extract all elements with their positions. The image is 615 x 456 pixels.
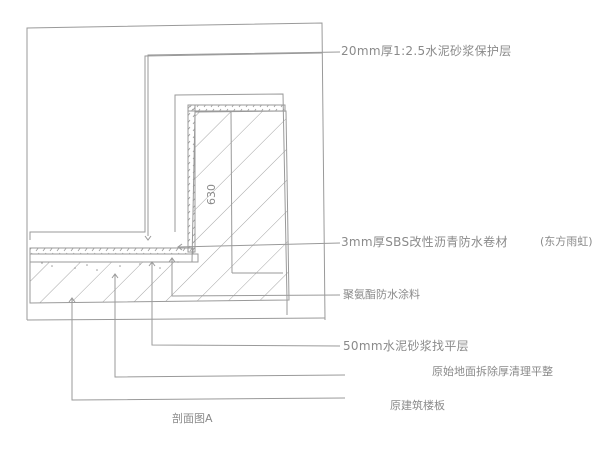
arrow-icon [168, 257, 176, 263]
callout-brand: (东方雨虹) [540, 235, 593, 248]
membrane-top [187, 104, 286, 112]
dimension-630: 630 [205, 184, 218, 205]
drawing-title: 剖面图A [172, 412, 213, 425]
callout-sbs-membrane: 3mm厚SBS改性沥青防水卷材 [341, 235, 508, 249]
membrane-vertical [187, 104, 196, 253]
callout-pu-coating: 聚氨酯防水涂料 [343, 288, 420, 301]
arrow-icon [111, 273, 119, 279]
leader-pu [171, 258, 341, 297]
leader-slab [71, 298, 346, 401]
arrow-icon [177, 243, 183, 251]
wall-hatch [29, 110, 290, 304]
leader-sbs [177, 242, 341, 248]
callout-leveling-layer: 50mm水泥砂浆找平层 [343, 339, 469, 353]
arrow-icon [148, 261, 156, 267]
callout-original-ground: 原始地面拆除厚清理平整 [432, 365, 553, 378]
leader-original-ground [114, 274, 346, 378]
outer-frame [26, 22, 326, 321]
leveling-layer [29, 253, 199, 263]
arrow-icon [68, 297, 76, 303]
callout-original-slab: 原建筑楼板 [390, 399, 445, 412]
arrow-icon [144, 235, 152, 241]
callout-protective-layer: 20mm厚1:2.5水泥砂浆保护层 [341, 44, 512, 58]
leader-leveling [151, 262, 341, 347]
membrane-horizontal [29, 247, 194, 255]
leader-protective [147, 51, 341, 236]
